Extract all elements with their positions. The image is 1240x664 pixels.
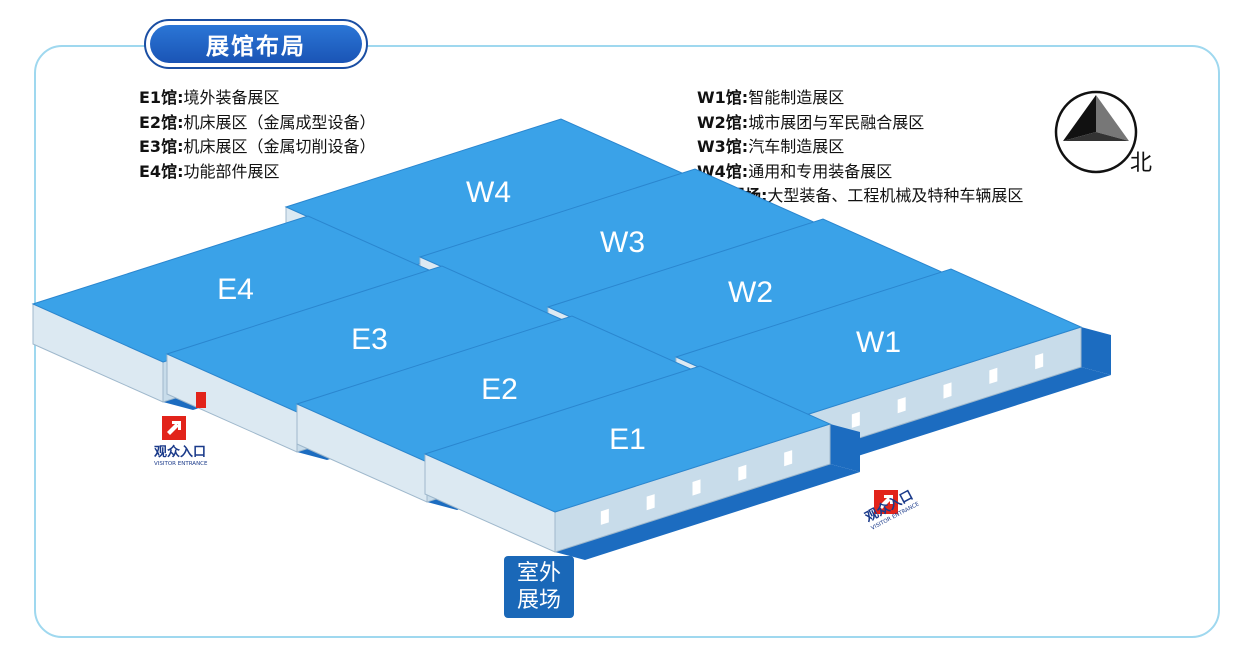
hall-label-e3: E3: [351, 323, 388, 356]
hall-label-w1: W1: [856, 326, 901, 359]
legend-item-e4: E4馆:功能部件展区: [139, 161, 280, 181]
entrance-marker: [196, 392, 206, 408]
title-badge: 展馆布局: [144, 19, 368, 69]
hall-label-w3: W3: [600, 226, 645, 259]
legend-item-e3: E3馆:机床展区（金属切削设备）: [139, 137, 376, 156]
entrance-arrow-icon: [162, 416, 186, 440]
legend-east-halls: E1馆:境外装备展区 E2馆:机床展区（金属成型设备） E3馆:机床展区（金属切…: [139, 86, 375, 184]
legend-item-e2: E2馆:机床展区（金属成型设备）: [139, 112, 376, 132]
page-title: 展馆布局: [206, 34, 306, 60]
legend-item-e1: E1馆:境外装备展区: [139, 88, 280, 107]
hall-label-e1: E1: [609, 423, 646, 456]
hall-label-e4: E4: [217, 273, 254, 306]
hall-e1[interactable]: E1: [423, 365, 860, 560]
compass-arrow-icon: [1054, 90, 1138, 174]
outdoor-exhibition-area: 室外 展场: [504, 556, 574, 618]
legend-item-w2: W2馆:城市展团与军民融合展区: [697, 112, 925, 132]
entrance-label-en: VISITOR ENTRANCE: [154, 461, 208, 467]
entrance-arrow-icon: [874, 490, 898, 514]
entrance-label: 观众入口: [154, 444, 206, 460]
legend-item-w1: W1馆:智能制造展区: [697, 88, 845, 107]
north-label: 北: [1130, 151, 1153, 176]
hall-label-e2: E2: [481, 373, 518, 406]
hall-label-w4: W4: [466, 176, 511, 209]
legend-item-w3: W3馆:汽车制造展区: [697, 137, 845, 156]
hall-label-w2: W2: [728, 276, 773, 309]
